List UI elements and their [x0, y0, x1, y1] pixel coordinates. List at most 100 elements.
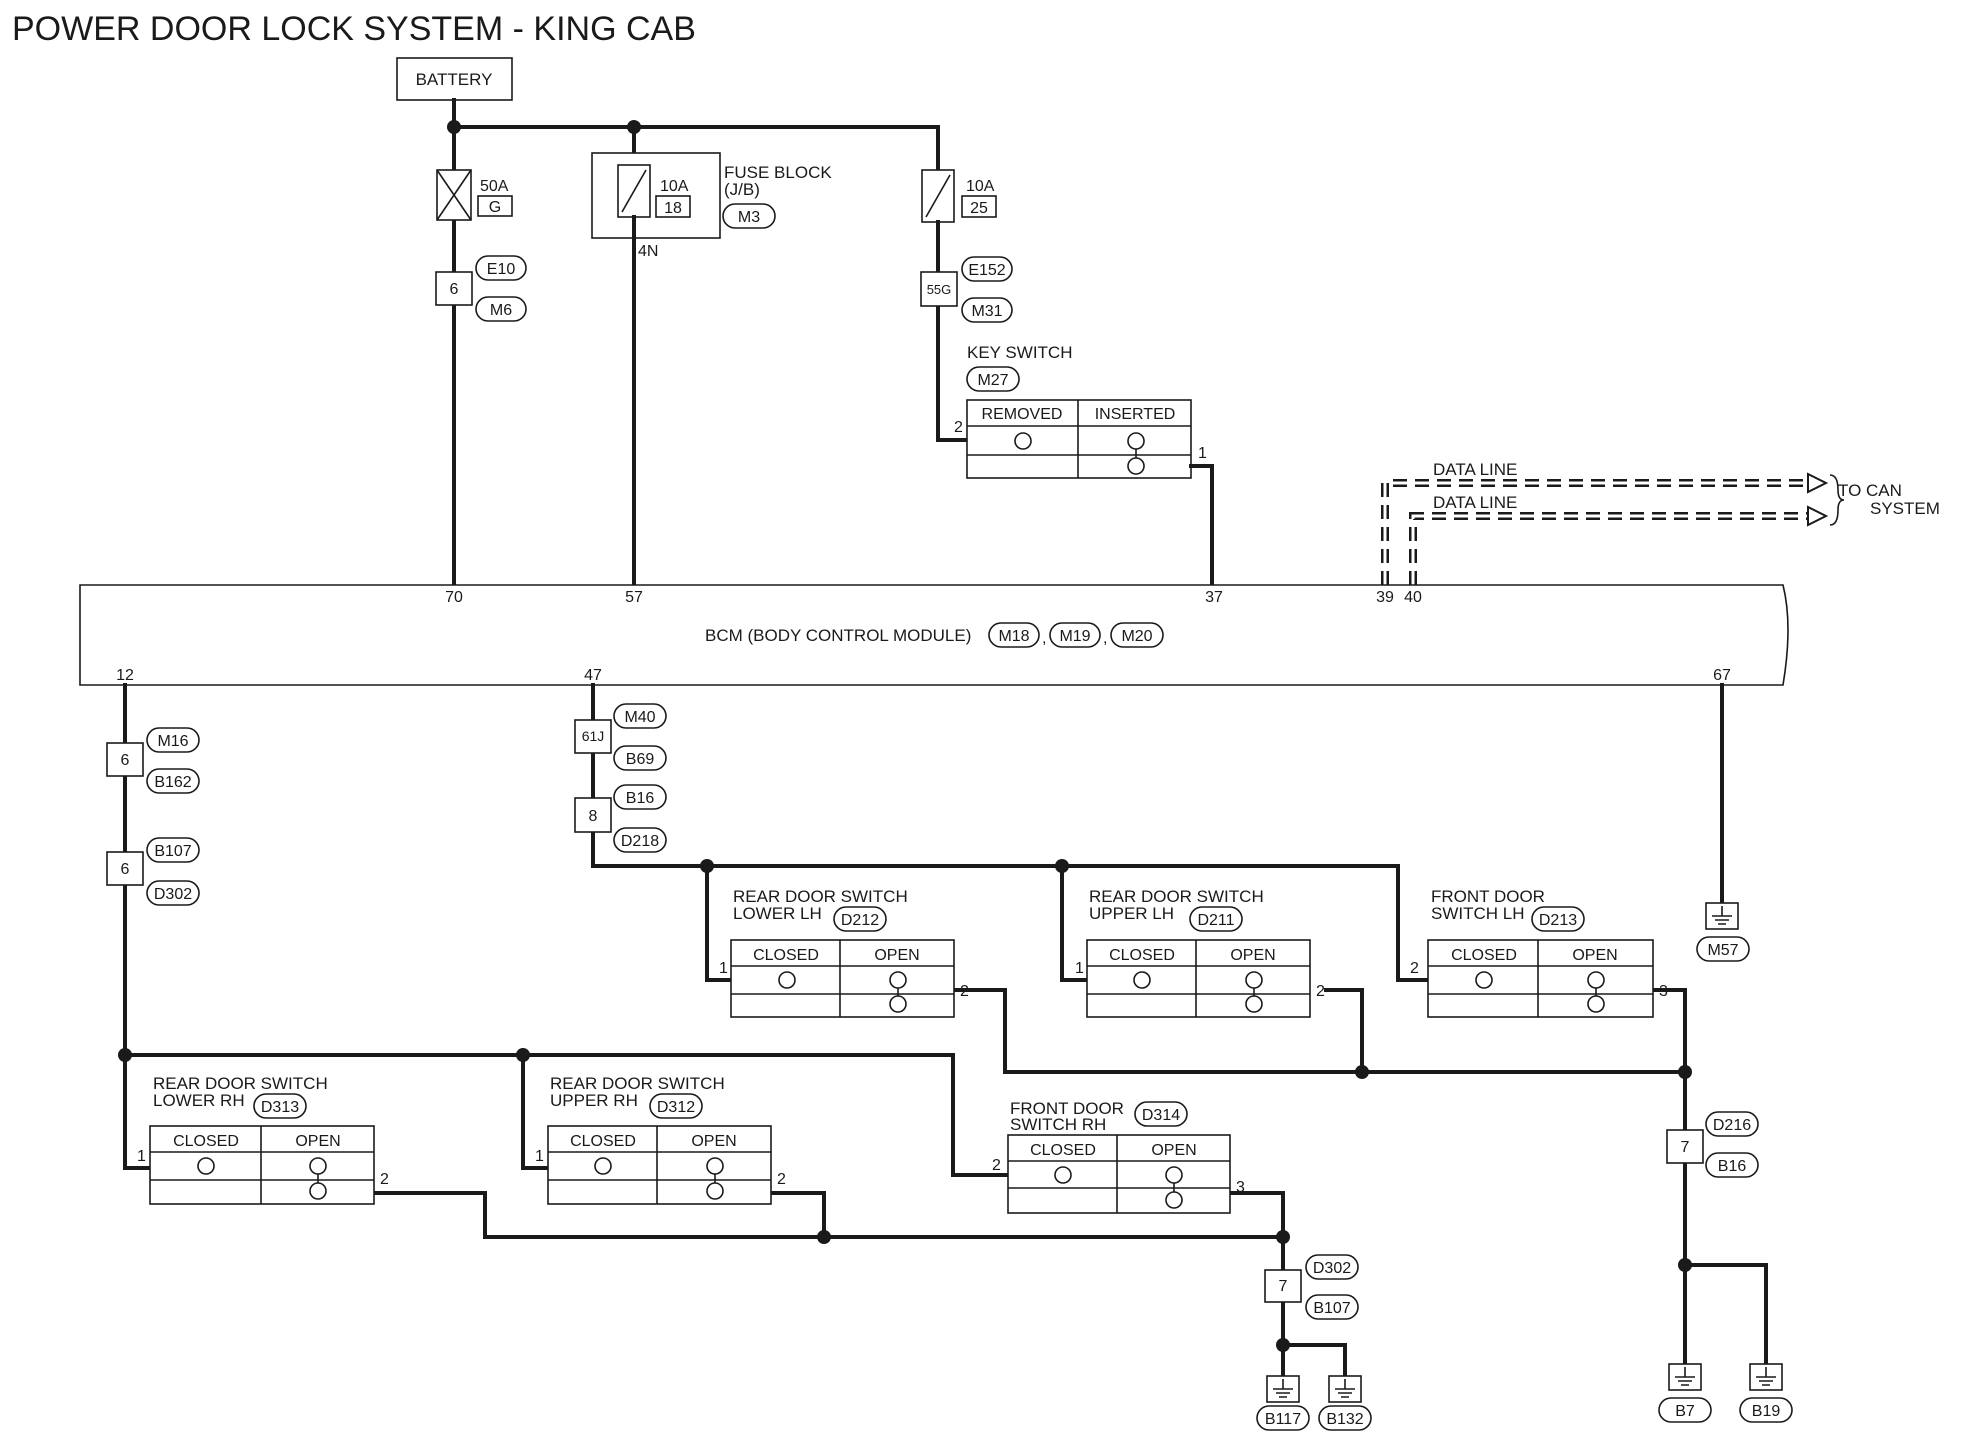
- connector-d212-tag: [833, 906, 887, 932]
- switch-rear-upper-lh-line2: UPPER LH: [1089, 904, 1174, 923]
- switch-rear-upper-lh-line1: REAR DOOR SWITCH: [1089, 887, 1264, 906]
- switch-rear-lower-rh-closed-contact: [197, 1157, 215, 1175]
- wire-rh-bus: [123, 1053, 1010, 1177]
- switch-front-lh-closed-contact: [1475, 971, 1493, 989]
- ground-m57-icon: [1712, 906, 1732, 925]
- switch-front-lh-line1: FRONT DOOR: [1431, 887, 1545, 906]
- switch-rear-upper-rh-closed-contact: [594, 1157, 612, 1175]
- connector-m20: M20: [1121, 628, 1152, 645]
- switch-rear-lower-lh-table: [730, 939, 955, 1018]
- switch-rear-upper-lh-pin-in: 1: [1075, 960, 1084, 977]
- page-title: POWER DOOR LOCK SYSTEM - KING CAB: [12, 10, 696, 48]
- splice-rh-return-2: [1276, 1230, 1290, 1244]
- fuse-50a-rating: 50A: [480, 178, 509, 195]
- switch-front-rh-pin-out: 3: [1236, 1179, 1245, 1196]
- connector-e152-tag: [961, 256, 1013, 282]
- ground-b132-icon: [1335, 1379, 1355, 1398]
- connector-m31: M31: [971, 303, 1002, 320]
- data-line-1-arrow: [1807, 472, 1829, 494]
- switch-rear-upper-rh-open: OPEN: [691, 1133, 736, 1150]
- connector-d302: D302: [154, 886, 192, 903]
- switch-front-rh-table: [1007, 1134, 1231, 1214]
- bcm-label: BCM (BODY CONTROL MODULE): [705, 626, 971, 645]
- to-can-system-1: TO CAN: [1838, 481, 1902, 500]
- connector-6-left-b-pin: 6: [121, 861, 130, 878]
- bcm-pin-47: 47: [584, 667, 602, 684]
- splice-lh-return-2: [1678, 1065, 1692, 1079]
- switch-rear-lower-rh-grid: [150, 1126, 374, 1204]
- switch-rear-lower-rh-table: [149, 1125, 375, 1205]
- key-switch-label: KEY SWITCH: [967, 343, 1072, 362]
- wire-rh-return: [372, 1191, 1285, 1390]
- connector-m27-tag: [966, 366, 1020, 392]
- fuse-25-slash: [925, 174, 951, 218]
- switch-rear-upper-rh-line2: UPPER RH: [550, 1091, 638, 1110]
- connector-6-top: [435, 271, 473, 306]
- ground-b132: B132: [1326, 1411, 1363, 1428]
- switch-front-rh-line2: SWITCH RH: [1010, 1115, 1106, 1134]
- fuse-block-id: 18: [664, 200, 682, 217]
- connector-6-left-a: [106, 742, 144, 777]
- connector-m18: M18: [998, 628, 1029, 645]
- connector-d212: D212: [841, 912, 879, 929]
- key-switch-removed-contact: [1014, 432, 1032, 450]
- connector-6-left-a-pin: 6: [121, 752, 130, 769]
- connector-d211: D211: [1197, 912, 1234, 929]
- connector-m40: M40: [624, 709, 655, 726]
- fuse-50a-id: G: [489, 199, 501, 216]
- wire-lh-return: [952, 988, 1687, 1267]
- connector-m16-tag: [146, 727, 200, 753]
- connector-8-mid: [574, 797, 612, 833]
- switch-rear-upper-rh-grid: [548, 1126, 771, 1204]
- switch-front-lh-pin-out: 3: [1659, 983, 1668, 1000]
- switch-rear-upper-rh-pin-out: 2: [777, 1171, 786, 1188]
- data-line-brace: [1829, 474, 1845, 526]
- connector-b16-mid: B16: [626, 790, 655, 807]
- connector-b107-tag: [146, 837, 200, 863]
- wire-keyswitch-to-bcm37: [1189, 464, 1214, 587]
- connector-m3: M3: [738, 209, 760, 226]
- bcm-pin-70: 70: [445, 589, 463, 606]
- key-switch-table: [966, 399, 1192, 479]
- connector-d218-tag: [613, 827, 667, 853]
- switch-rear-lower-rh-pin-in: 1: [137, 1148, 146, 1165]
- connector-m19-tag: [1049, 622, 1101, 648]
- connector-d314-tag: [1134, 1101, 1188, 1127]
- connector-d314: D314: [1142, 1107, 1180, 1124]
- switch-front-lh-closed: CLOSED: [1451, 947, 1517, 964]
- switch-front-lh-pin-in: 2: [1410, 960, 1419, 977]
- switch-rear-lower-rh-closed: CLOSED: [173, 1133, 239, 1150]
- key-switch-pin-left: 2: [954, 419, 963, 436]
- connector-6-left-b: [106, 851, 144, 886]
- bcm-pin-37: 37: [1205, 589, 1223, 606]
- connector-61j: [574, 719, 612, 754]
- ground-b132-tag: [1318, 1405, 1372, 1431]
- switch-rear-lower-lh-line1: REAR DOOR SWITCH: [733, 887, 908, 906]
- fuse-block-id-box: [655, 195, 691, 218]
- switch-rear-lower-lh-line2: LOWER LH: [733, 904, 822, 923]
- switch-rear-lower-rh-pin-out: 2: [380, 1171, 389, 1188]
- connector-d313: D313: [261, 1099, 299, 1116]
- connector-m3-tag: [722, 203, 776, 229]
- connector-m16: M16: [157, 733, 188, 750]
- splice-lh-return-1: [1355, 1065, 1369, 1079]
- connector-d302-tag: [146, 880, 200, 906]
- connector-m31-tag: [961, 297, 1013, 323]
- connector-b162-tag: [146, 768, 200, 794]
- ground-b7-tag: [1658, 1397, 1712, 1423]
- switch-front-rh-closed: CLOSED: [1030, 1142, 1096, 1159]
- connector-e10: E10: [487, 261, 516, 278]
- ground-b117: B117: [1265, 1411, 1301, 1428]
- switch-rear-upper-lh-open: OPEN: [1230, 947, 1275, 964]
- switch-rear-lower-lh-pin-in: 1: [719, 960, 728, 977]
- ground-b117-icon: [1273, 1379, 1293, 1398]
- fuse-block-fuse-slash: [621, 169, 647, 213]
- switch-rear-upper-rh-pin-in: 1: [535, 1148, 544, 1165]
- switch-front-lh-table: [1427, 939, 1654, 1018]
- key-switch-removed: REMOVED: [982, 406, 1063, 423]
- bcm-connector-sep-2: ,: [1103, 630, 1107, 647]
- connector-d302-rh: D302: [1313, 1260, 1351, 1277]
- battery-label: BATTERY: [416, 70, 493, 89]
- wire-rh-to-upper: [521, 1053, 550, 1170]
- key-switch-pin-right: 1: [1198, 445, 1207, 462]
